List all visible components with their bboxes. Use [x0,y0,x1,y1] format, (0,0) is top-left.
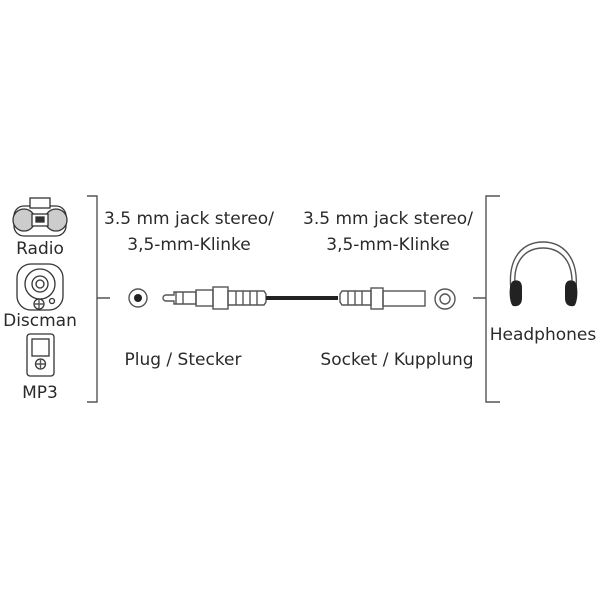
left-bracket [87,195,110,403]
right-bracket [473,195,500,403]
radio-icon [12,197,68,237]
device-label-mp3: MP3 [22,383,58,403]
discman-icon [16,263,64,311]
plug-spec-line1: 3.5 mm jack stereo/ [104,209,274,229]
socket-spec-line1: 3.5 mm jack stereo/ [303,209,473,229]
socket-connector [339,287,456,310]
mp3-player-icon [26,333,55,377]
socket-spec-line2: 3,5-mm-Klinke [326,235,450,255]
device-label-discman: Discman [3,311,77,331]
headphones-icon [509,241,578,307]
headphones-label: Headphones [490,325,597,345]
plug-label: Plug / Stecker [124,350,241,370]
socket-label: Socket / Kupplung [320,350,473,370]
cable [266,296,338,300]
device-label-radio: Radio [16,239,64,259]
plug-connector [128,286,267,310]
plug-spec-line2: 3,5-mm-Klinke [127,235,251,255]
